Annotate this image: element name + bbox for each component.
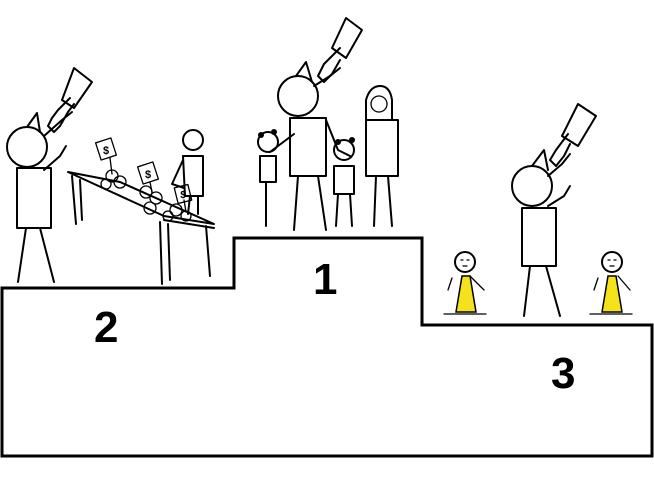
monk-arms: [447, 275, 485, 291]
child-body: [333, 165, 355, 195]
mother-legs: [373, 175, 393, 227]
drinker-body: [521, 207, 557, 267]
third-place-drinker: [511, 103, 597, 317]
price-tag-symbol: $: [145, 169, 151, 181]
price-tag-symbol: $: [180, 190, 186, 201]
father-head: [277, 75, 319, 117]
podium-outline: [0, 236, 654, 458]
drinker-legs: [17, 227, 55, 283]
second-place-drinker: [6, 67, 93, 283]
child-ear: [271, 129, 277, 135]
drinking-arm: [547, 153, 571, 177]
drinker-head: [6, 126, 48, 168]
bottle-icon: [47, 67, 93, 133]
mother-body: [365, 119, 399, 177]
father-legs: [293, 175, 327, 231]
party-hat: [531, 149, 549, 171]
father-drink-arm: [313, 67, 341, 87]
drinker-head: [511, 165, 553, 207]
party-hat: [295, 61, 313, 83]
first-place-label: 1: [313, 255, 338, 304]
price-tag-symbol: $: [103, 145, 109, 157]
vendor-legs: [187, 195, 199, 215]
drinker-body: [16, 167, 52, 229]
vendor-head: [182, 129, 204, 151]
child-body: [259, 155, 277, 183]
monk-arms: [593, 275, 631, 291]
drinker-legs: [523, 265, 561, 317]
vendor: [171, 129, 204, 215]
price-tag: [94, 137, 118, 161]
raised-arm: [43, 145, 67, 171]
raised-arm: [547, 185, 571, 207]
father-right-arm: [325, 119, 351, 157]
price-tag: [136, 161, 160, 185]
child-ear: [349, 137, 355, 143]
first-place-family: [257, 17, 399, 231]
monk-robe: [455, 275, 477, 313]
monk-robe: [601, 275, 623, 313]
child-head: [333, 139, 355, 161]
drinking-arm: [43, 111, 73, 137]
table: [67, 171, 215, 285]
market-stall: [67, 129, 215, 285]
second-place-label: 2: [94, 303, 119, 352]
monk-head: [454, 251, 476, 273]
monk-face: [607, 259, 617, 267]
monk-face: [460, 259, 470, 267]
bottle-icon: [317, 17, 363, 83]
monk-left: [443, 251, 487, 315]
party-hat: [26, 112, 41, 133]
vendor-arm: [171, 159, 185, 189]
mother-head: [370, 95, 388, 113]
child-ear: [258, 132, 264, 138]
monk-head: [601, 251, 623, 273]
child-ear: [335, 139, 341, 145]
monk-right: [589, 251, 633, 315]
father-body: [289, 117, 327, 177]
podium: [0, 236, 654, 458]
mother-hair: [365, 85, 393, 121]
third-place-label: 3: [551, 349, 576, 398]
vendor-body: [182, 155, 204, 197]
child-head: [257, 131, 279, 153]
child-legs: [335, 193, 353, 227]
bottle-icon: [549, 103, 597, 167]
